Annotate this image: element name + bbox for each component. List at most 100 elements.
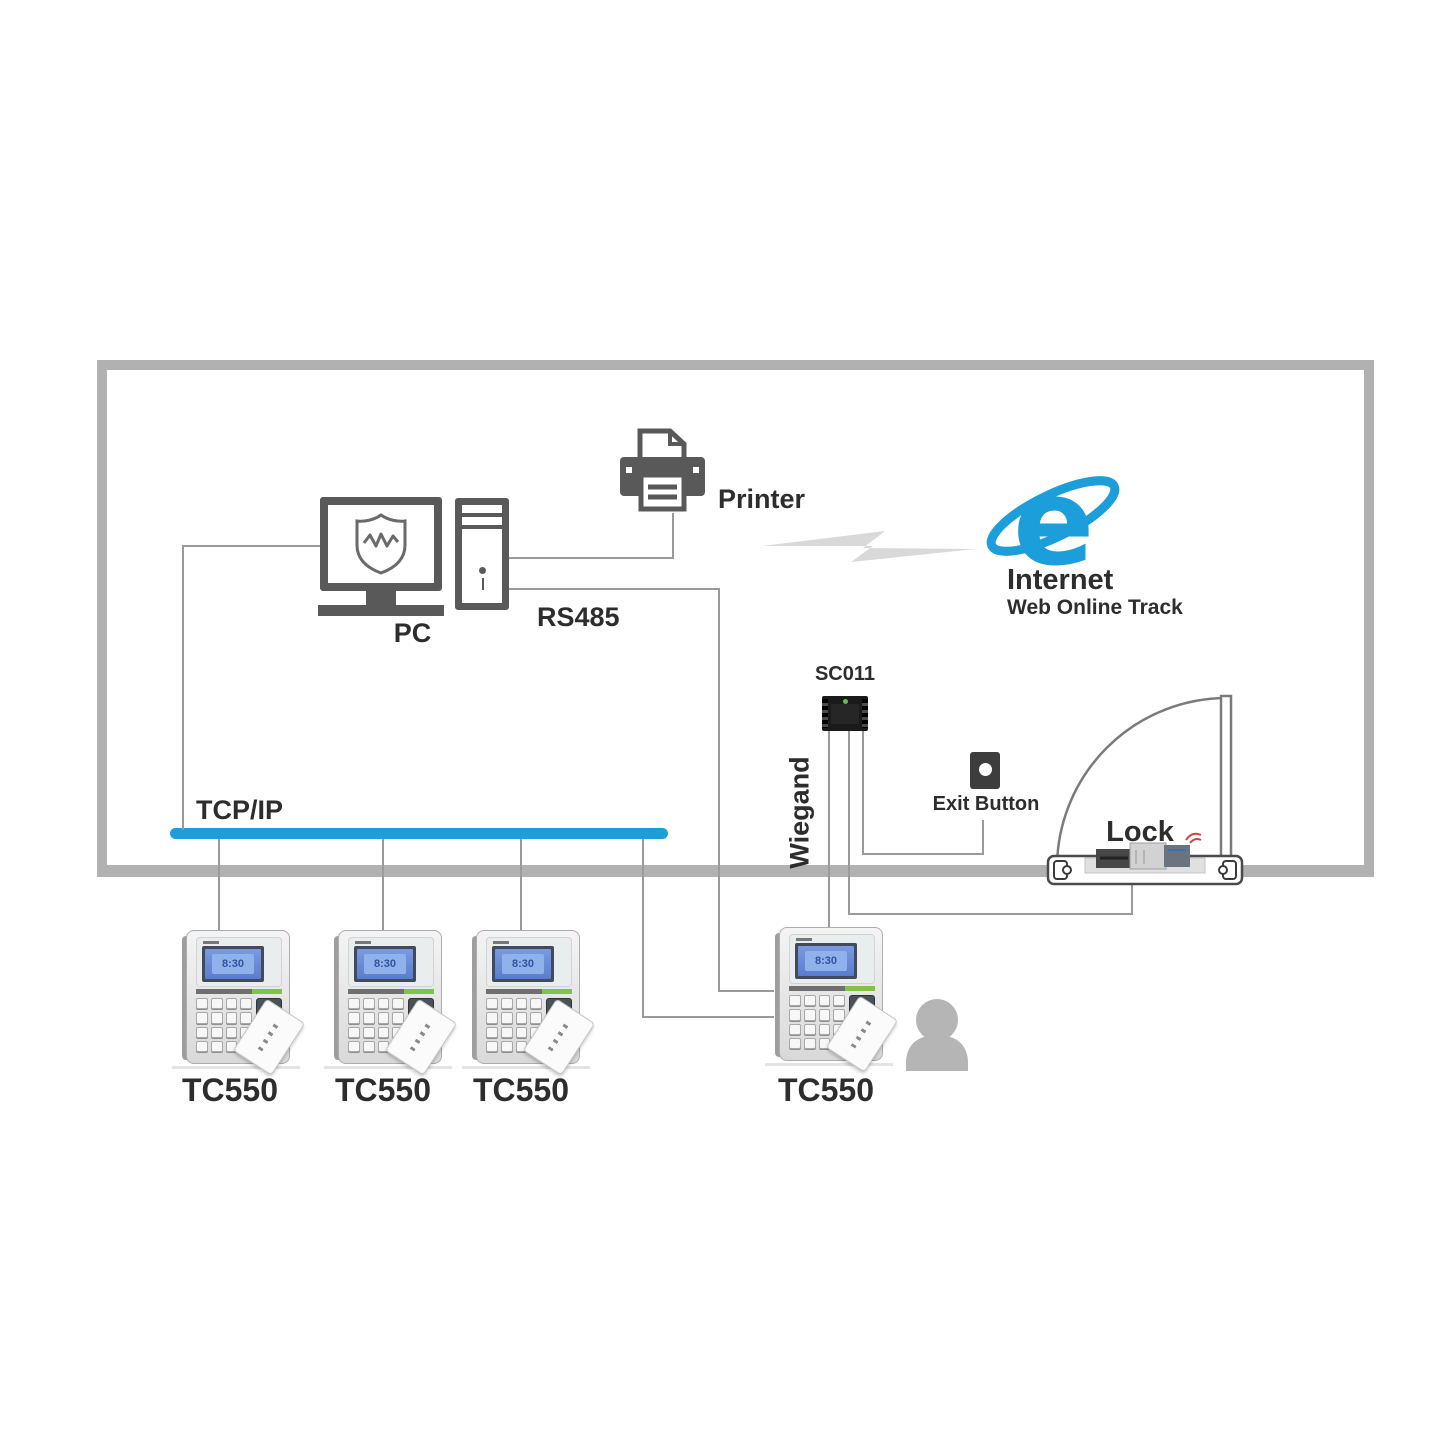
keypad-key — [818, 995, 831, 1007]
keypad-key — [377, 998, 390, 1010]
wire-bus-drop-terminal2 — [382, 839, 384, 931]
keypad-key — [515, 998, 528, 1010]
keypad-key — [789, 1037, 801, 1049]
exit-button-dot — [979, 763, 992, 776]
terminal-divider-band — [789, 986, 875, 991]
keypad-key — [530, 1012, 542, 1024]
terminal-status-led-bar — [845, 986, 875, 991]
keypad-key — [196, 1026, 208, 1038]
terminal-status-led-bar — [252, 989, 282, 994]
internet-explorer-icon: e — [986, 454, 1120, 593]
keypad-key — [803, 1009, 816, 1021]
keypad-key — [833, 1009, 845, 1021]
wire-rs485-v — [718, 588, 720, 990]
wire-sc011-lock-h — [848, 913, 1133, 915]
keypad-key — [515, 1026, 528, 1038]
keypad-key — [210, 1040, 223, 1052]
tc550-terminal-3: 8:30 — [462, 930, 596, 1076]
keypad-key — [196, 1040, 208, 1052]
rfid-card-print — [409, 1021, 432, 1052]
keypad-key — [348, 1026, 360, 1038]
terminal-brand-mark — [796, 938, 812, 941]
terminal-shadow — [324, 1066, 452, 1069]
exit-button-icon — [970, 752, 1000, 789]
tower-vent — [462, 513, 502, 517]
terminal-lcd-display: 8:30 — [502, 954, 544, 974]
terminal-lcd: 8:30 — [495, 949, 551, 979]
wire-bus-drop-terminal3 — [520, 839, 522, 931]
tower-vent — [462, 525, 502, 529]
keypad-key — [789, 995, 801, 1007]
keypad-key — [377, 1012, 390, 1024]
wire-sc011-exit-h — [862, 853, 984, 855]
keypad-key — [348, 998, 360, 1010]
keypad-key — [362, 1040, 375, 1052]
keypad-key — [196, 1012, 208, 1024]
printer-label: Printer — [718, 484, 806, 514]
keypad-key — [530, 998, 542, 1010]
keypad-key — [196, 998, 208, 1010]
sc011-pins-right — [862, 699, 868, 728]
rs485-label: RS485 — [537, 602, 620, 632]
wire-rs485-to-terminal4 — [718, 990, 774, 992]
hinge-right-notch — [1218, 865, 1228, 875]
terminal-brand-mark — [355, 941, 371, 944]
keypad-key — [818, 1023, 831, 1035]
tower-power-button — [479, 567, 486, 574]
keypad-key — [833, 995, 845, 1007]
terminal-keypad — [789, 995, 845, 1049]
rfid-card-print — [257, 1021, 280, 1052]
keypad-key — [803, 1037, 816, 1049]
terminal-status-led-bar — [542, 989, 572, 994]
wire-printer-to-tower — [509, 557, 674, 559]
pc-monitor-stand — [366, 589, 396, 607]
wire-bus-drop-terminal1 — [218, 839, 220, 931]
keypad-key — [377, 1026, 390, 1038]
internet-subtitle: Web Online Track — [1007, 596, 1183, 619]
sc011-panel — [831, 704, 859, 724]
sc011-led — [843, 699, 848, 704]
hinge-left-notch — [1062, 865, 1072, 875]
keypad-key — [486, 1040, 498, 1052]
keypad-key — [500, 1040, 513, 1052]
wire-exit-drop — [982, 820, 984, 855]
terminal-divider-band — [348, 989, 434, 994]
wire-lock-up — [1131, 874, 1133, 915]
pc-label: PC — [393, 618, 432, 648]
wire-printer-drop — [672, 513, 674, 558]
wire-sc011-exit-v — [862, 731, 864, 853]
keypad-key — [225, 998, 238, 1010]
door-assembly — [1046, 694, 1244, 886]
keypad-key — [818, 1009, 831, 1021]
keypad-key — [486, 998, 498, 1010]
terminal-shadow — [172, 1066, 300, 1069]
tc550-terminal-1: 8:30 — [172, 930, 306, 1076]
keypad-key — [225, 1026, 238, 1038]
tc550-terminal-4: 8:30 — [765, 927, 899, 1073]
terminal-lcd-display: 8:30 — [364, 954, 406, 974]
pc-monitor-base — [318, 605, 444, 616]
rfid-card-print — [850, 1018, 873, 1049]
exit-button-label: Exit Button — [932, 793, 1040, 815]
terminal-shadow — [765, 1063, 893, 1066]
terminal-lcd: 8:30 — [357, 949, 413, 979]
wire-sc011-wiegand — [828, 731, 830, 928]
lightning-bolt-icon — [762, 531, 976, 562]
person-icon — [906, 999, 968, 1071]
keypad-key — [348, 1040, 360, 1052]
terminal-brand-mark — [203, 941, 219, 944]
tc550-label-3: TC550 — [472, 1072, 570, 1108]
terminal-lcd-display: 8:30 — [212, 954, 254, 974]
keypad-key — [362, 1012, 375, 1024]
keypad-key — [348, 1012, 360, 1024]
keypad-key — [803, 995, 816, 1007]
terminal-divider-band — [196, 989, 282, 994]
wire-rs485-h — [509, 588, 718, 590]
keypad-key — [210, 998, 223, 1010]
door-swing-arc — [1055, 696, 1228, 869]
terminal-lcd-display: 8:30 — [805, 951, 847, 971]
lock-hardware-icon — [1084, 832, 1206, 874]
pc-tower-icon — [455, 498, 509, 610]
tcpip-bus-line — [170, 828, 668, 839]
